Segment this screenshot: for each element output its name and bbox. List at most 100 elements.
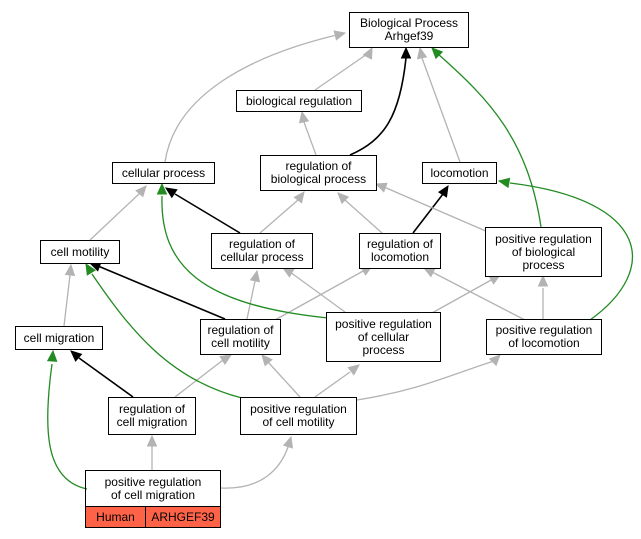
arrowhead [164,187,178,199]
node-regulation-of-cell-migration[interactable]: regulation of cell migration [108,397,196,435]
edge-regmig-to-regmot [174,354,233,398]
node-label-line: biological process [270,172,367,186]
node-label-line: Arhgef39 [384,29,434,43]
node-label-line: cell migration [116,415,188,429]
edge-regloc-to-regbio [337,192,383,234]
node-label-line: positive regulation [495,323,593,337]
arrowhead [422,267,436,278]
node-label-line: biological regulation [245,93,353,108]
node-label-line: process [522,257,565,272]
edge-posregloc-to-posregbio [537,274,549,319]
node-label-line: regulation of [207,323,274,337]
edge-bioreg-to-root [314,46,373,91]
node-regulation-of-cellular-process[interactable]: regulation of cellular process [211,233,313,269]
node-regulation-of-cell-motility[interactable]: regulation of cell motility [200,319,281,355]
edge-regbio-to-root [349,46,412,156]
arrowhead [64,263,76,276]
edge-regmig-to-cellmig [70,350,134,398]
edge-posmot-to-regmot [261,354,301,398]
edge-posmig-to-cellmig [46,349,88,490]
arrowhead [337,192,350,205]
node-positive-regulation-of-cellular-process[interactable]: positive regulation of cellular process [326,312,441,362]
node-label-line: positive regulation [335,316,432,331]
gene-cell[interactable]: ARHGEF39 [146,507,220,527]
arrowhead [219,354,233,366]
node-label-line: process [362,342,405,357]
node-label-line: positive regulation [104,475,202,489]
node-label-line: of cell migration [110,488,196,502]
node-label-line: of biological [511,244,576,259]
edge-posregbio-to-root [431,47,542,228]
node-label-line: regulation of [228,237,296,251]
node-locomotion[interactable]: locomotion [422,162,497,184]
edge-posmot-to-cellmot [85,262,243,399]
arrowhead [293,191,305,204]
arrowhead [135,185,147,198]
node-cell-motility[interactable]: cell motility [40,240,120,264]
arrowhead [70,350,83,362]
node-label-line: regulation of [118,402,186,416]
edge-regcell-to-cellproc [164,187,241,234]
edge-regmot-to-regcell [246,269,261,320]
arrowhead [46,349,58,362]
node-label-line: cellular process [121,165,206,180]
arrowhead [85,262,96,276]
arrowhead [333,30,347,41]
node-label-line: of cellular [357,329,410,344]
arrowhead [437,184,449,198]
edge-posmig-to-regmig [146,434,158,470]
arrowhead [249,269,261,283]
node-label-line: regulation of [285,159,352,173]
arrowhead [282,435,294,449]
node-label-line: positive regulation [495,231,592,246]
arrowhead [362,46,373,60]
arrowhead [488,354,501,367]
edge-cellmig-to-cellmot [63,263,76,327]
arrowhead [497,177,511,189]
edge-poscell-to-posregbio [431,274,502,314]
node-label-line: cell motility [211,336,270,350]
edge-posmig-to-posmot [220,435,294,489]
node-label-line: locomotion [430,165,489,180]
node-label-line: of cell motility [262,415,335,429]
node-label-line: regulation of [366,237,434,251]
edge-poscell-to-regcell [281,267,346,313]
edge-locomotion-to-root [416,46,461,163]
node-cellular-process[interactable]: cellular process [112,162,215,184]
annotation-row: Human ARHGEF39 [86,506,220,527]
arrowhead [537,274,549,287]
arrowhead [298,110,310,124]
arrowhead [347,364,360,376]
arrowhead [156,182,168,195]
edge-posregloc-to-locomotion [497,177,634,321]
node-positive-regulation-of-biological-process[interactable]: positive regulation of biological proces… [485,227,602,277]
leaf-label: positive regulation of cell migration [86,471,220,507]
arrowhead [431,47,444,60]
node-label-line: cellular process [220,250,304,264]
node-positive-regulation-of-cell-migration[interactable]: positive regulation of cell migration Hu… [85,470,221,528]
arrowhead [400,46,412,59]
edge-cellmot-to-cellproc [89,185,147,241]
edge-posregbio-to-regbio [374,182,489,233]
node-positive-regulation-of-cell-motility[interactable]: positive regulation of cell motility [240,397,357,435]
node-label-line: positive regulation [250,402,347,416]
node-label-line: locomotion [370,250,430,264]
node-label-line: Biological Process [359,16,459,30]
arrowhead [146,434,158,447]
node-label-line: of locomotion [508,336,580,350]
node-positive-regulation-of-locomotion[interactable]: positive regulation of locomotion [486,319,602,355]
edge-regloc-to-locomotion [412,184,449,234]
node-regulation-of-biological-process[interactable]: regulation of biological process [260,155,377,191]
edge-cellproc-to-root [164,30,347,163]
arrowhead [281,267,295,278]
node-biological-process-root[interactable]: Biological Process Arhgef39 [349,12,469,48]
node-biological-regulation[interactable]: biological regulation [236,90,362,112]
species-cell[interactable]: Human [86,507,146,527]
node-regulation-of-locomotion[interactable]: regulation of locomotion [359,233,441,269]
node-cell-migration[interactable]: cell migration [15,326,103,350]
edge-regcell-to-regbio [259,191,305,234]
edge-poscell-to-cellproc [156,182,329,319]
arrowhead [261,354,273,367]
node-label-line: cell migration [23,330,95,345]
